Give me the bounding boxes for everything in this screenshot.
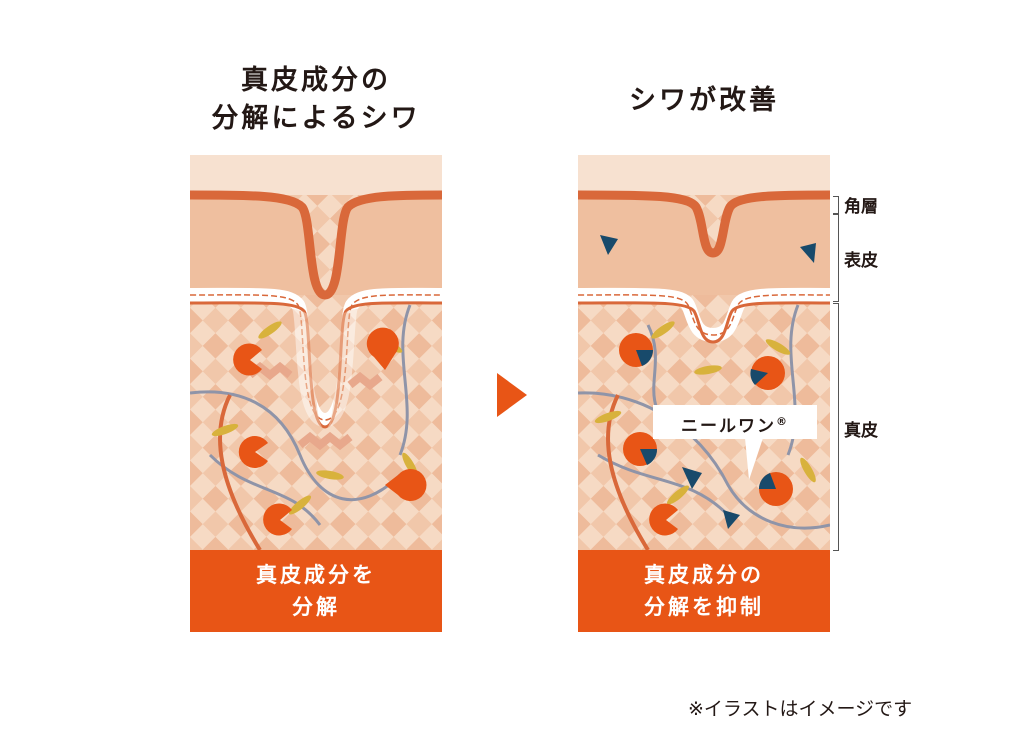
left-caption: 真皮成分を 分解	[190, 550, 442, 632]
left-heading-line1: 真皮成分の	[241, 65, 391, 96]
right-skin-illustration	[578, 155, 830, 550]
layer-label-stratum-corneum: 角層	[844, 197, 878, 217]
right-caption: 真皮成分の 分解を抑制	[578, 550, 830, 632]
left-heading: 真皮成分の 分解によるシワ	[190, 62, 442, 138]
illustration-note: ※イラストはイメージです	[688, 698, 913, 720]
registered-mark: ®	[776, 415, 789, 428]
right-caption-line1: 真皮成分の	[644, 563, 764, 587]
callout-pointer	[745, 438, 763, 480]
left-caption-line2: 分解	[292, 595, 340, 619]
right-heading: シワが改善	[629, 85, 779, 116]
stratum-corneum-bracket	[833, 196, 839, 214]
dermis-bracket	[833, 303, 839, 551]
left-caption-line1: 真皮成分を	[256, 563, 376, 587]
left-skin-illustration	[190, 155, 442, 550]
epidermis-bracket	[833, 214, 839, 302]
neal-one-callout: ニールワン®	[653, 405, 817, 439]
left-heading-line2: 分解によるシワ	[211, 103, 421, 134]
right-triangle-arrow-icon	[497, 373, 527, 417]
layer-label-dermis: 真皮	[844, 421, 878, 441]
callout-label: ニールワン	[681, 416, 776, 437]
right-caption-line2: 分解を抑制	[644, 595, 764, 619]
layer-label-epidermis: 表皮	[844, 251, 878, 271]
